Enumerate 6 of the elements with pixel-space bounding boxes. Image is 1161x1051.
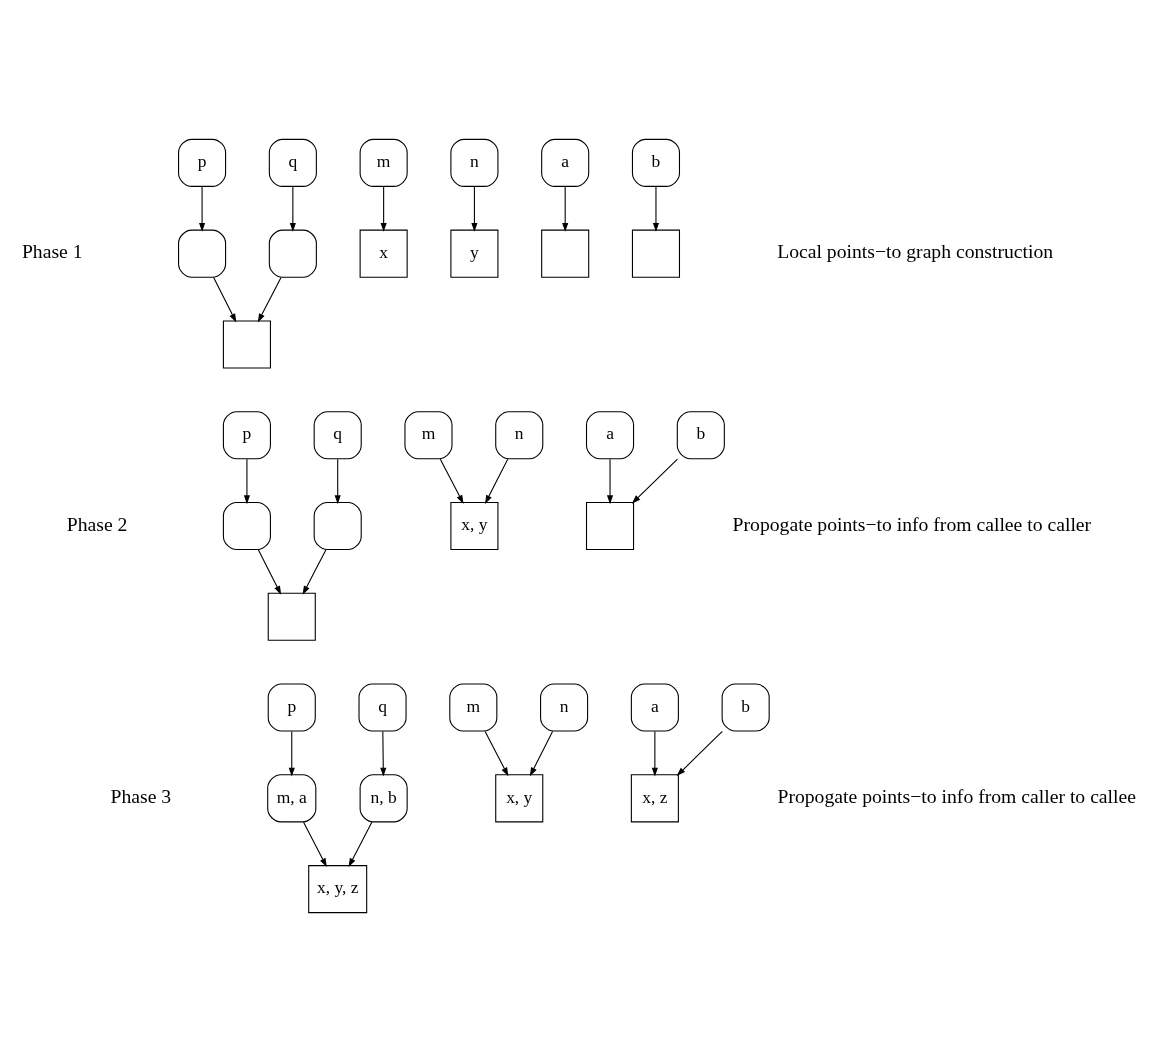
label: Local points−to graph construction (777, 239, 1054, 262)
label: Phase 2 (66, 512, 128, 535)
label: Phase 1 (21, 239, 83, 262)
label: Propogate points−to info from caller to callee (777, 784, 1136, 807)
label: Phase 3 (110, 784, 172, 807)
label: Propogate points−to info from callee to caller (732, 512, 1092, 535)
